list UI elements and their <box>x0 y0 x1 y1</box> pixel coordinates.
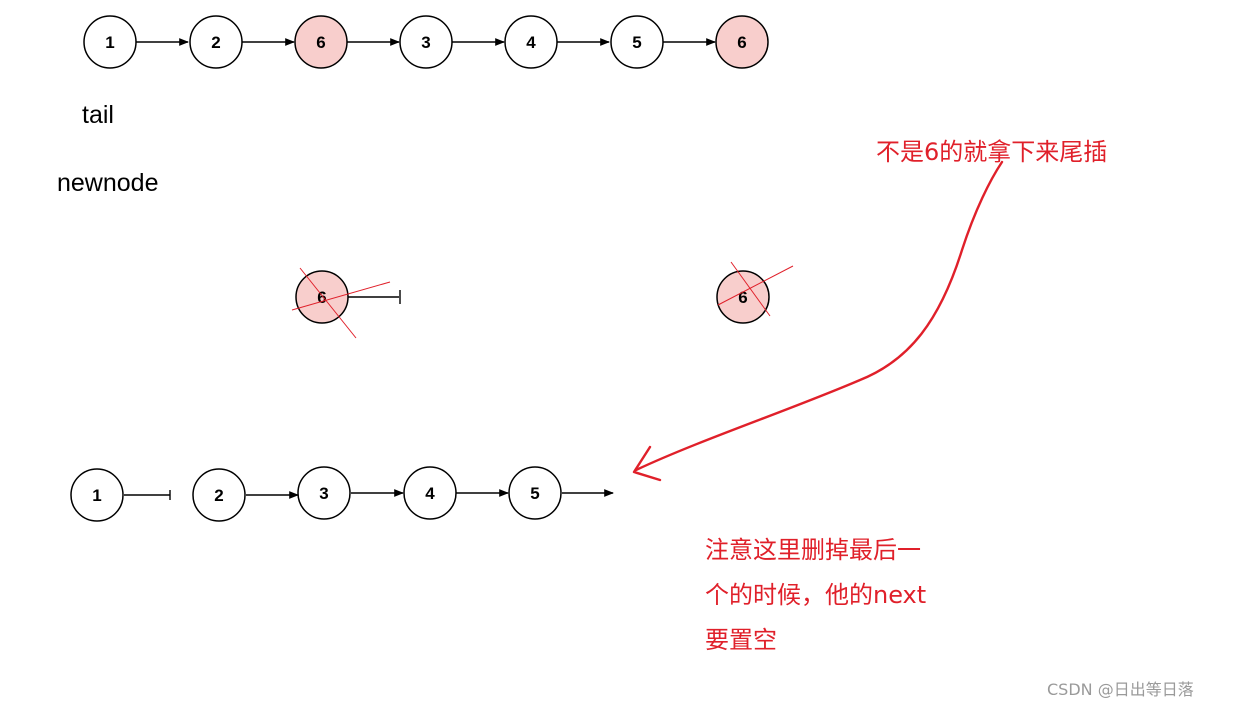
curved-arrow-line <box>634 160 1004 472</box>
set-null-note-line: 要置空 <box>705 626 777 654</box>
top-list: 1 2 6 3 4 5 6 <box>83 15 769 69</box>
bottom-node: 3 <box>297 466 351 520</box>
set-null-note: 注意这里删掉最后一 个的时候，他的next 要置空 <box>705 528 926 663</box>
cross-out-mark <box>730 261 771 317</box>
top-node: 1 <box>83 15 137 69</box>
bottom-node: 5 <box>508 466 562 520</box>
node-value: 5 <box>632 33 641 52</box>
tail-insert-arrow <box>632 160 1004 482</box>
node-value: 1 <box>105 33 114 52</box>
set-null-note-line: 个的时候，他的next <box>705 581 927 609</box>
tail-insert-note: 不是6的就拿下来尾插 <box>876 138 1108 166</box>
node-value: 4 <box>526 33 536 52</box>
removed-node: 6 <box>716 261 794 324</box>
bottom-node: 1 <box>70 468 124 522</box>
cross-out-mark <box>717 265 794 306</box>
removed-node: 6 <box>291 267 401 339</box>
watermark: CSDN @日出等日落 <box>1047 680 1194 699</box>
bottom-node: 4 <box>403 466 457 520</box>
top-node: 3 <box>399 15 453 69</box>
top-node-highlighted: 6 <box>715 15 769 69</box>
node-value: 6 <box>737 33 746 52</box>
bottom-node: 2 <box>192 468 246 522</box>
node-value: 1 <box>92 486 101 505</box>
bottom-list: 1 2 3 4 5 <box>70 466 614 522</box>
top-node-highlighted: 6 <box>294 15 348 69</box>
newnode-label: newnode <box>57 169 159 197</box>
node-value: 5 <box>530 484 539 503</box>
cross-out-mark <box>291 281 391 311</box>
cross-out-mark <box>299 267 357 339</box>
node-value: 6 <box>316 33 325 52</box>
top-node: 4 <box>504 15 558 69</box>
node-value: 3 <box>319 484 328 503</box>
top-node: 5 <box>610 15 664 69</box>
node-value: 2 <box>214 486 223 505</box>
node-value: 2 <box>211 33 220 52</box>
node-value: 3 <box>421 33 430 52</box>
tail-label: tail <box>82 101 114 129</box>
node-value: 4 <box>425 484 435 503</box>
set-null-note-line: 注意这里删掉最后一 <box>705 536 921 564</box>
curved-arrow-head <box>632 445 662 482</box>
node-value: 6 <box>738 288 747 307</box>
node-value: 6 <box>317 288 326 307</box>
top-node: 2 <box>189 15 243 69</box>
